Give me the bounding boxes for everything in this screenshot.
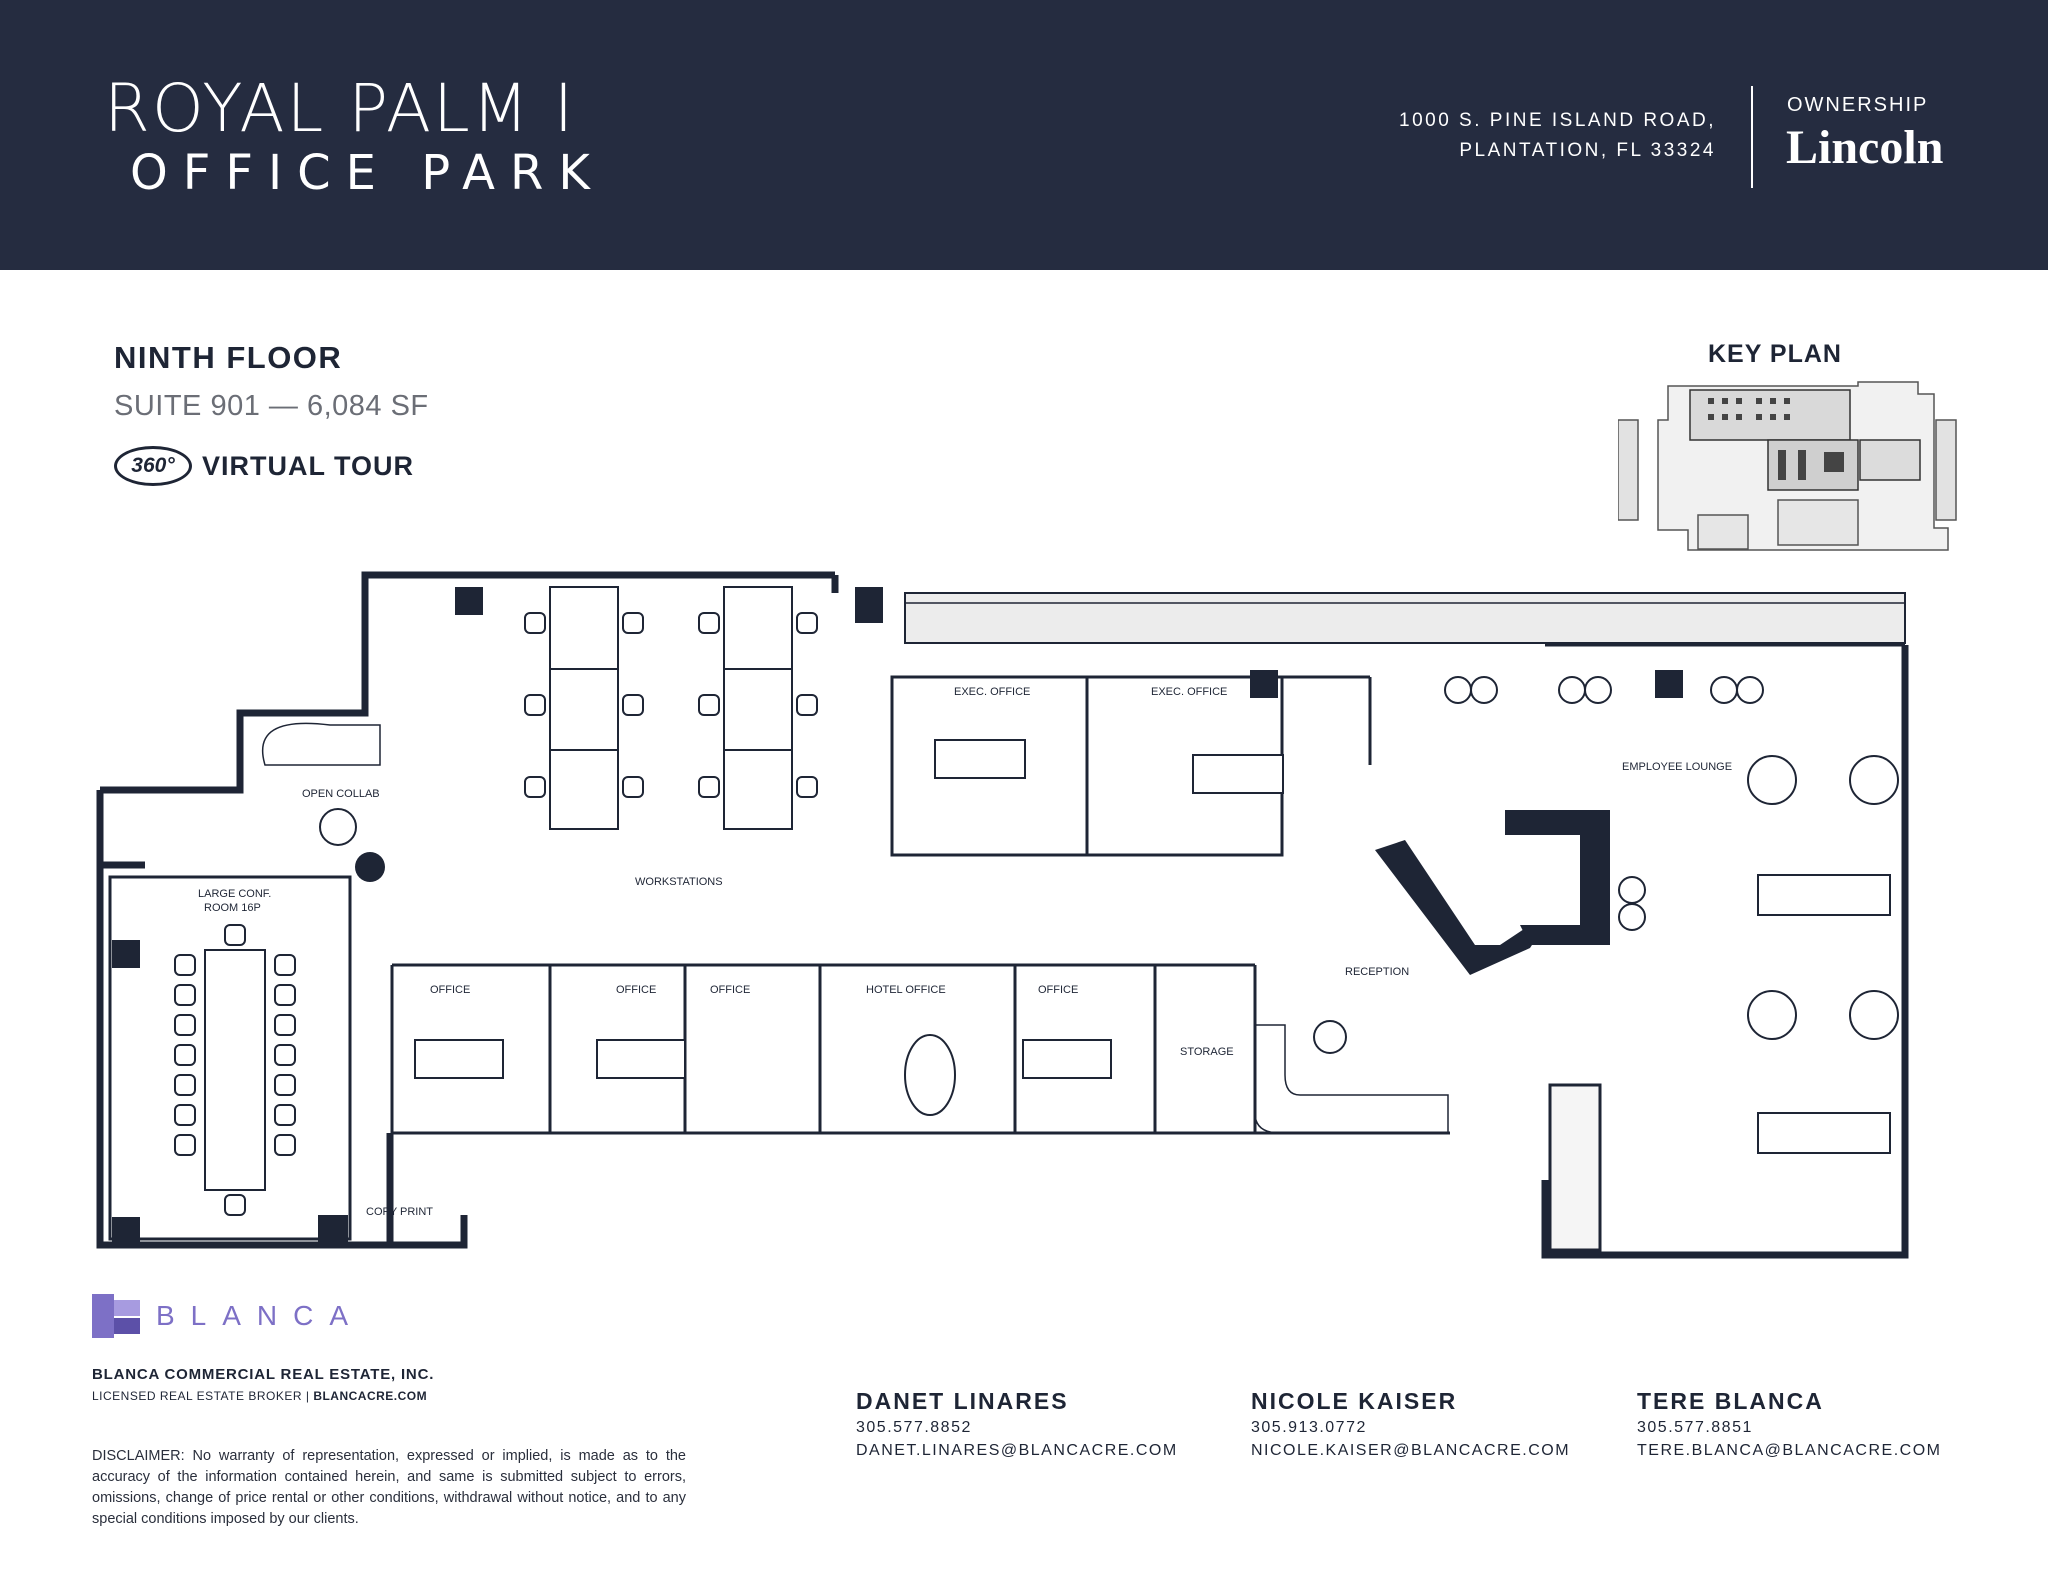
contact-phone[interactable]: 305.577.8852 [856,1419,972,1436]
blanca-logo: BLANCA [92,1294,364,1338]
label-exec-office-1: EXEC. OFFICE [954,686,1030,698]
address-line-2: PLANTATION, FL 33324 [1459,140,1716,161]
ownership-logo: Lincoln [1786,121,1944,174]
label-large-conf-1: LARGE CONF. [198,888,271,900]
contact-name: DANET LINARES [856,1388,1069,1414]
contact-email[interactable]: NICOLE.KAISER@BLANCACRE.COM [1251,1442,1571,1459]
label-employee-lounge: EMPLOYEE LOUNGE [1622,761,1732,773]
contact-email[interactable]: TERE.BLANCA@BLANCACRE.COM [1637,1442,1942,1459]
floor-plan: OPEN COLLAB WORKSTATIONS EXEC. OFFICE EX… [96,571,1909,1259]
disclaimer: DISCLAIMER: No warranty of representatio… [92,1448,686,1527]
label-office-2: OFFICE [616,984,656,996]
suite-size: SUITE 901 — 6,084 SF [114,390,429,422]
contact-phone[interactable]: 305.913.0772 [1251,1419,1367,1436]
company-name: BLANCA COMMERCIAL REAL ESTATE, INC. [92,1366,435,1383]
contact-name: TERE BLANCA [1637,1388,1824,1414]
label-office-1: OFFICE [430,984,470,996]
contact-email[interactable]: DANET.LINARES@BLANCACRE.COM [856,1442,1178,1459]
contact-card-2: NICOLE KAISER 305.913.0772 NICOLE.KAISER… [1251,1388,1570,1461]
property-subtitle: OFFICE PARK [130,145,605,201]
label-office-3: OFFICE [710,984,750,996]
label-hotel-office: HOTEL OFFICE [866,984,946,996]
blanca-wordmark: BLANCA [156,1300,365,1331]
licensed-text: LICENSED REAL ESTATE BROKER [92,1389,302,1403]
property-address: 1000 S. PINE ISLAND ROAD, PLANTATION, FL… [1399,106,1716,166]
label-storage: STORAGE [1180,1046,1234,1058]
label-open-collab: OPEN COLLAB [302,788,380,800]
licensed-broker-line: LICENSED REAL ESTATE BROKER | BLANCACRE.… [92,1389,427,1403]
contact-card-1: DANET LINARES 305.577.8852 DANET.LINARES… [856,1388,1178,1461]
label-office-4: OFFICE [1038,984,1078,996]
header-divider [1751,86,1753,188]
key-plan-title: KEY PLAN [1708,340,1842,368]
virtual-tour-label: VIRTUAL TOUR [202,450,415,481]
label-workstations: WORKSTATIONS [635,876,723,888]
floor-title: NINTH FLOOR [114,340,343,375]
licensed-separator: | [305,1389,310,1403]
property-title: ROYAL PALM I [104,70,576,147]
virtual-tour-link[interactable]: 360° VIRTUAL TOUR [114,446,414,486]
label-large-conf-2: ROOM 16P [204,902,261,914]
ownership-label: OWNERSHIP [1787,94,1929,116]
address-line-1: 1000 S. PINE ISLAND ROAD, [1399,110,1716,131]
label-exec-office-2: EXEC. OFFICE [1151,686,1227,698]
website-link[interactable]: BLANCACRE.COM [313,1389,428,1403]
blanca-logo-icon [92,1294,140,1338]
label-reception: RECEPTION [1345,966,1409,978]
contact-card-3: TERE BLANCA 305.577.8851 TERE.BLANCA@BLA… [1637,1388,1941,1461]
key-plan-map [1618,381,1957,551]
contact-name: NICOLE KAISER [1251,1388,1458,1414]
360-icon: 360° [114,446,192,486]
header-banner: ROYAL PALM I OFFICE PARK 1000 S. PINE IS… [0,0,2048,270]
contact-phone[interactable]: 305.577.8851 [1637,1419,1753,1436]
label-copy-print: COPY PRINT [366,1206,433,1218]
